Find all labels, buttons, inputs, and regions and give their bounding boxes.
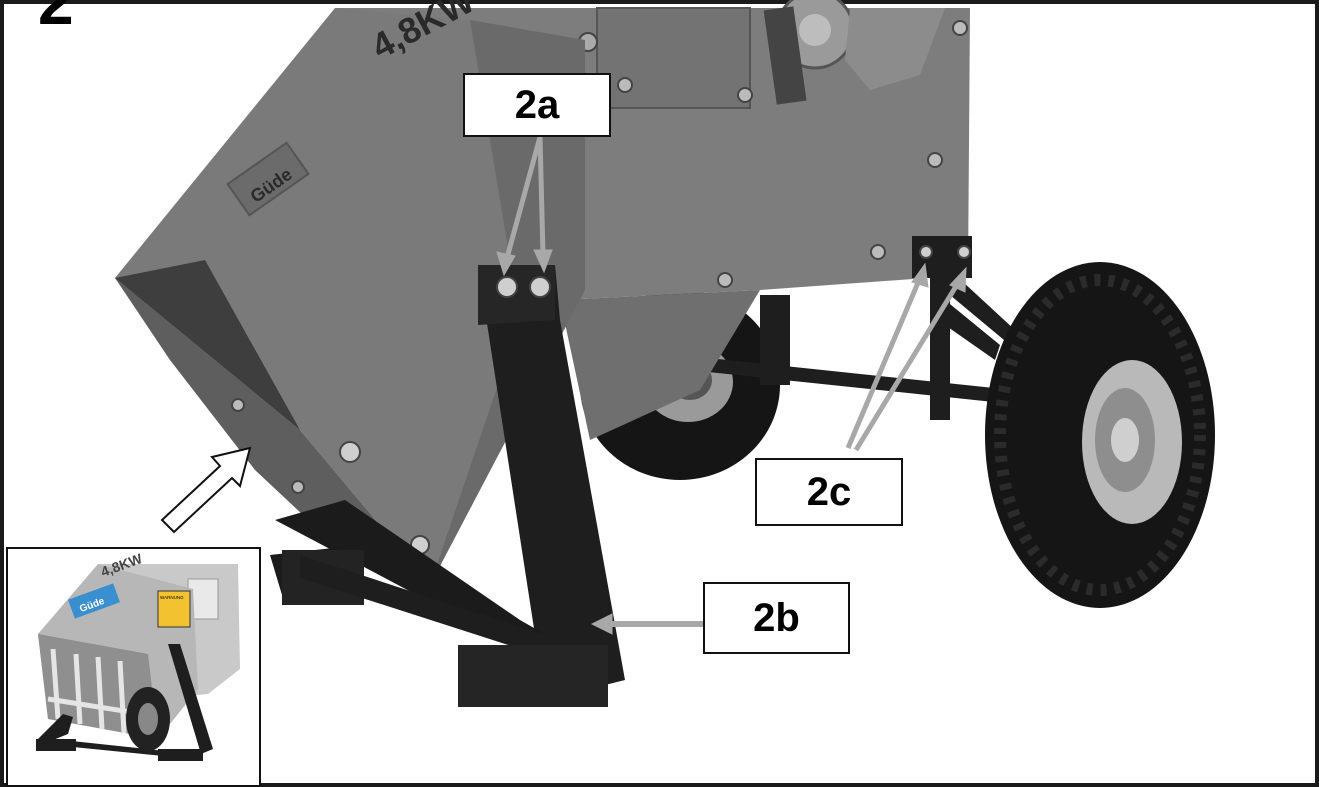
front-wheel [985,262,1215,608]
step-number: 2 [38,0,74,38]
arrowhead-2a-left [496,251,516,277]
arrowhead-2a-right [533,249,553,274]
callout-2c: 2c [755,458,903,526]
arrowhead-2b [590,613,613,635]
inset-photo: Güde 4,8KW WARNUNG [6,547,261,787]
callout-2b: 2b [703,582,850,654]
arrowhead-2c-left [911,262,929,288]
arrow-2a-right [537,136,546,256]
axle [678,295,1009,404]
inset-guard-grid [47,648,144,734]
callout-arrows [496,136,967,635]
inset-warning-text: WARNUNG [160,595,184,600]
arrow-2c-right [853,281,961,452]
callout-2a: 2a [463,73,611,137]
inset-warning-label [157,590,191,628]
front-stand [270,265,625,707]
inset-illustration: Güde 4,8KW WARNUNG [8,549,259,785]
inset-pointer-arrow [160,446,252,534]
arrow-2a-left [504,136,543,259]
arrow-2c-left [845,277,923,449]
inset-brand-plate [68,583,120,619]
arrowhead-2c-right [949,266,967,293]
